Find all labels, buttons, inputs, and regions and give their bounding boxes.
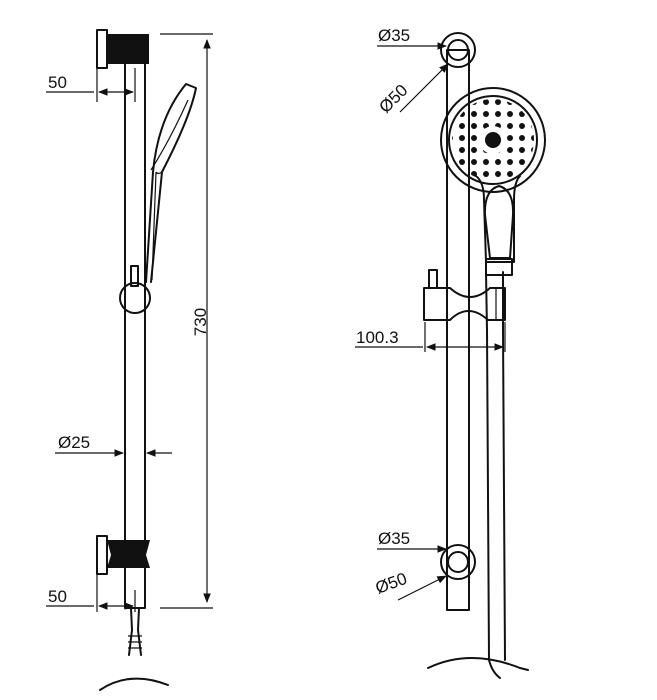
side-ground: [99, 677, 169, 691]
side-hand-shower: [145, 83, 197, 283]
dimension-bottom-outer: Ø50: [373, 569, 447, 601]
dim-top-inner-label: Ø35: [378, 26, 410, 45]
dim-top-outer-label: Ø50: [375, 81, 411, 117]
dimension-holder-offset: 100.3: [355, 322, 506, 352]
side-rail: [124, 59, 146, 609]
side-view: 730 50 50 Ø25: [46, 29, 213, 691]
front-top-bracket: [440, 32, 476, 68]
front-ground: [427, 657, 529, 671]
front-bottom-bracket: [440, 544, 476, 580]
dim-rail-diameter-label: Ø25: [58, 433, 90, 452]
dimension-rail-diameter: Ø25: [55, 433, 172, 457]
dim-holder-offset-label: 100.3: [356, 328, 399, 347]
side-slider-knob: [119, 265, 151, 314]
dim-bottom-outer-label: Ø50: [373, 569, 410, 598]
front-hose: [485, 271, 506, 679]
dim-length-label: 730: [191, 308, 210, 336]
front-slider-holder: [423, 269, 506, 321]
dim-wall-bottom-label: 50: [48, 587, 67, 606]
top-wall-bracket: [96, 29, 149, 69]
front-rail: [446, 49, 470, 611]
front-hand-shower-head: [440, 87, 546, 193]
side-hose: [128, 607, 142, 656]
dimension-wall-top: 50: [46, 68, 136, 102]
front-view: 100.3 Ø35 Ø50 Ø35 Ø50: [355, 26, 546, 679]
dimension-length: 730: [160, 33, 213, 609]
dimension-top-outer: Ø50: [375, 63, 449, 117]
dimension-top-inner: Ø35: [377, 26, 447, 50]
bottom-wall-bracket: [96, 535, 150, 575]
dimension-bottom-inner: Ø35: [377, 529, 447, 553]
dimension-wall-bottom: 50: [46, 574, 136, 612]
dim-bottom-inner-label: Ø35: [378, 529, 410, 548]
dim-wall-top-label: 50: [48, 73, 67, 92]
